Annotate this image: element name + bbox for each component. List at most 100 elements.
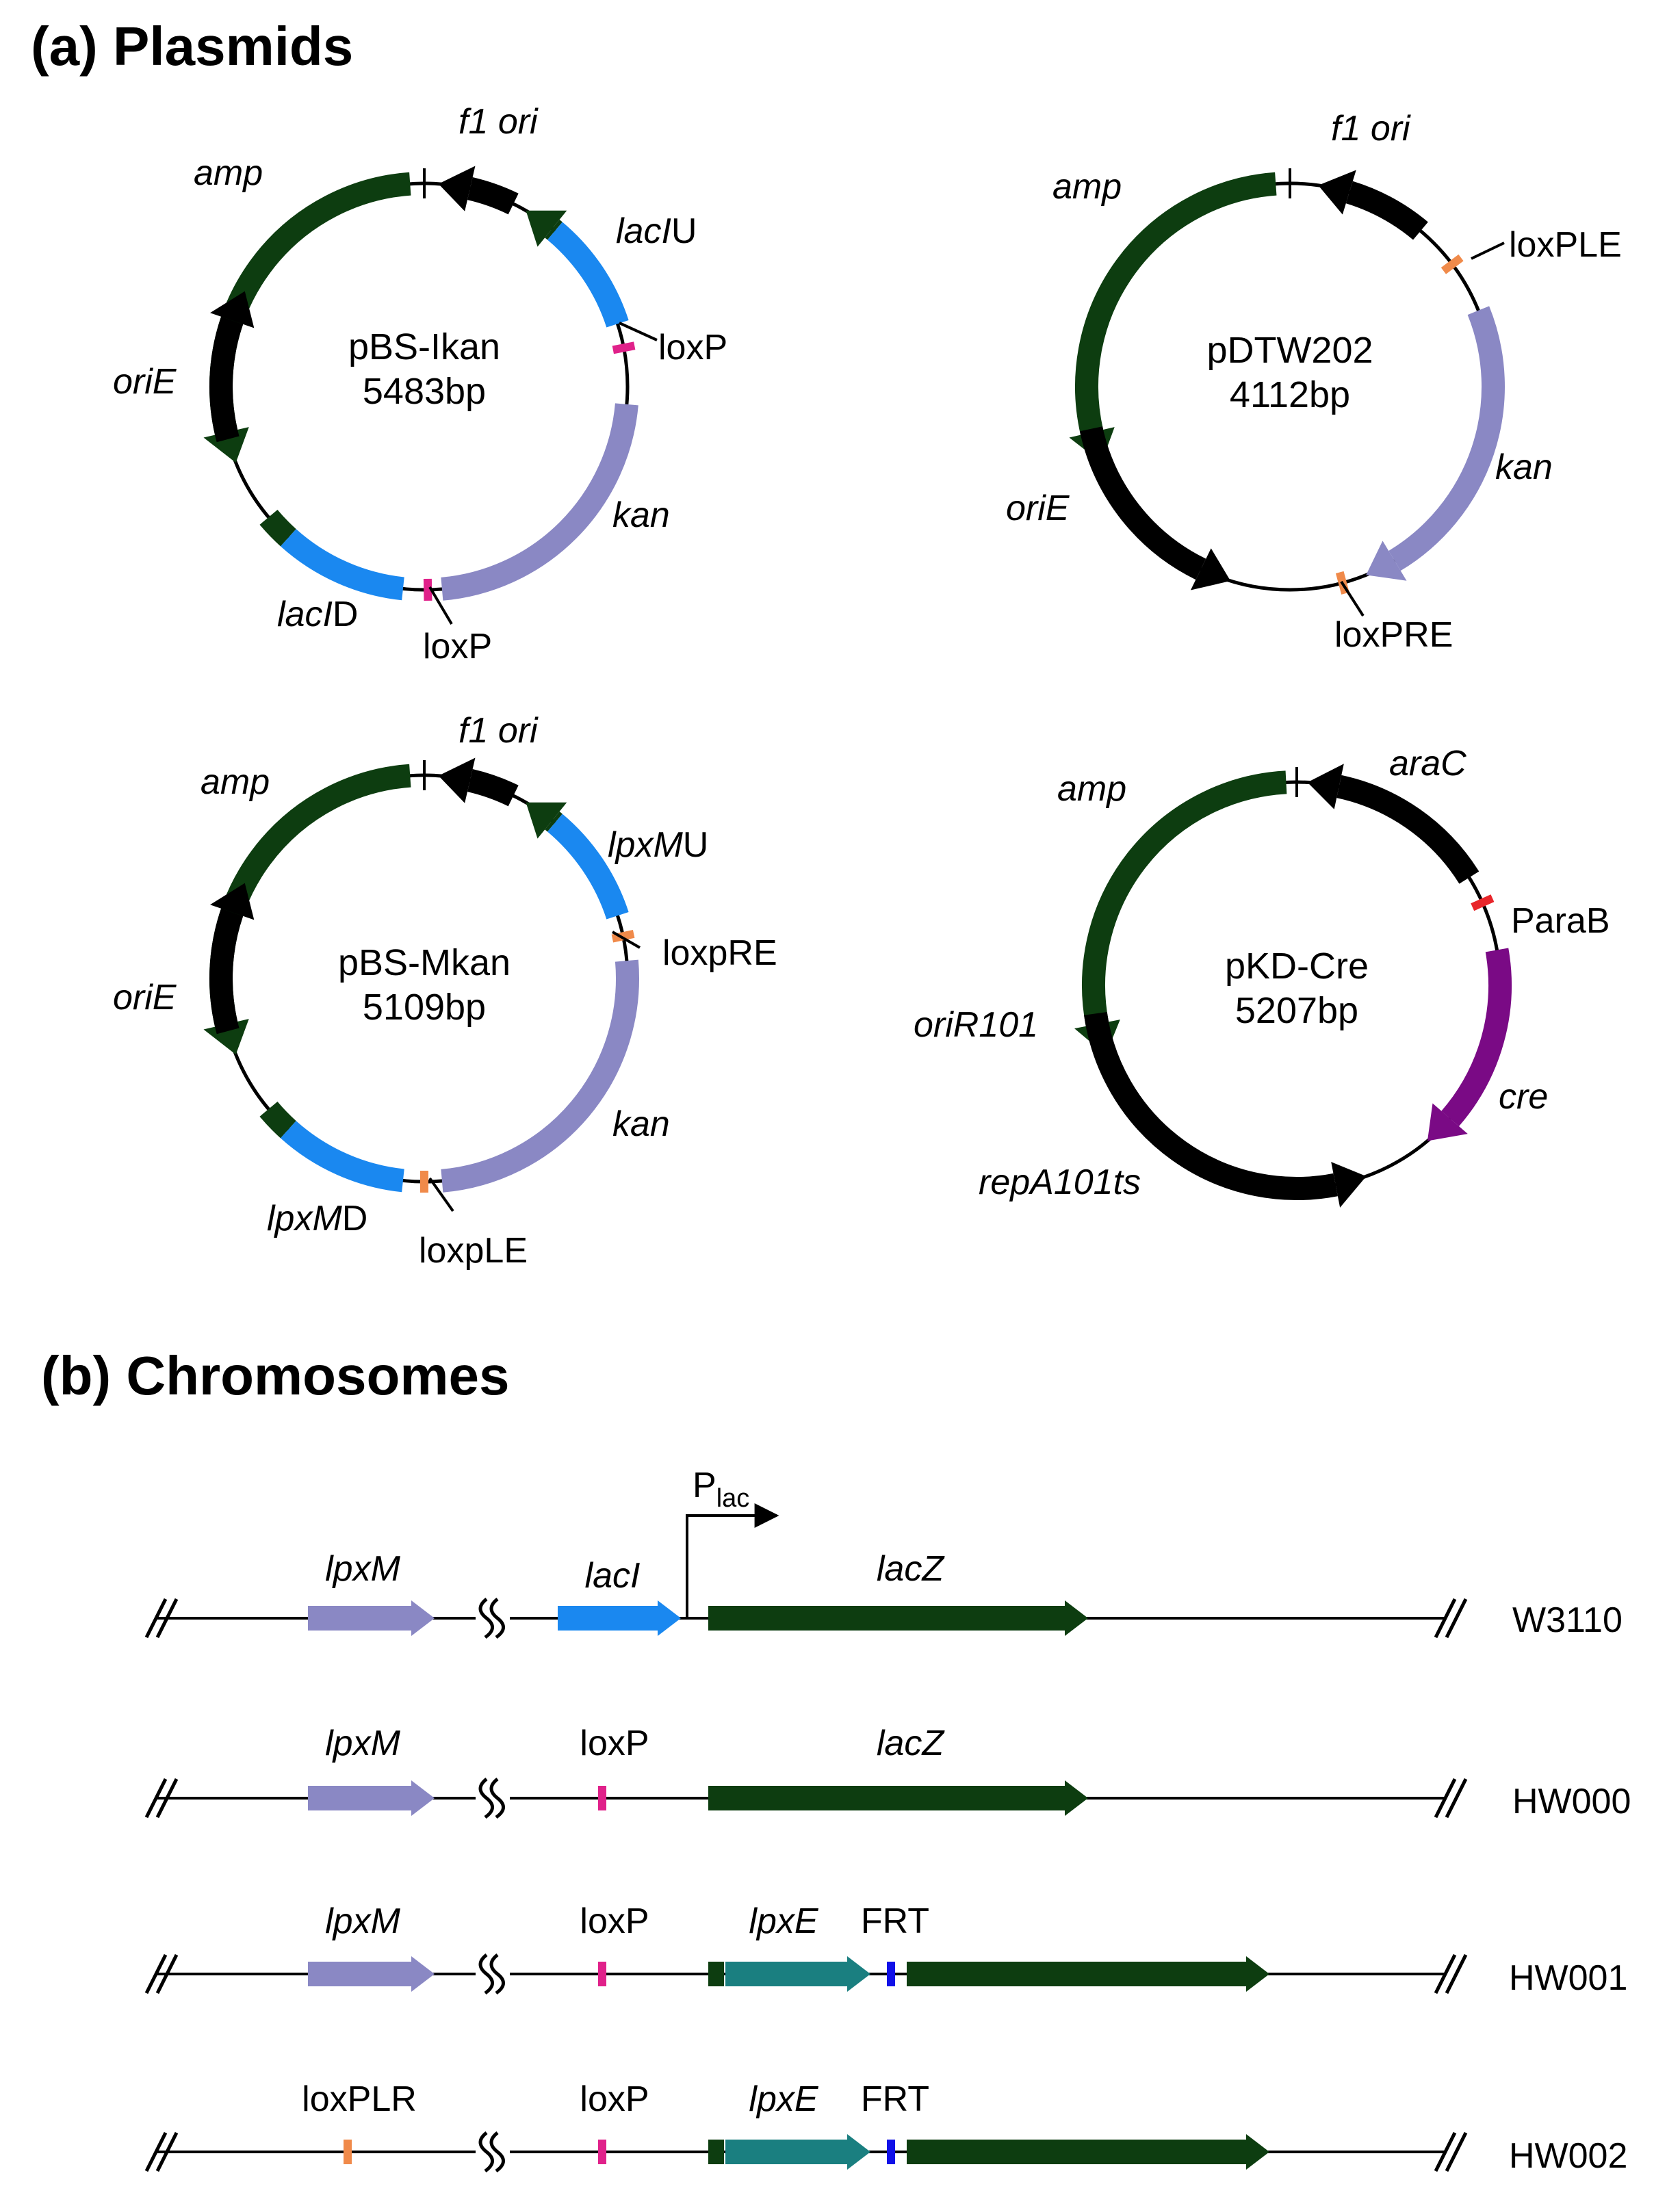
- chromosome-break-right: [1434, 1953, 1468, 1995]
- plasmid-pdtw202: pDTW202 4112bp f1 ori amp loxPLE oriE ka…: [1006, 109, 1622, 655]
- chromosome-gap-stroke: [478, 2131, 494, 2173]
- laci-gene: [558, 1600, 681, 1636]
- label-orie: oriE: [113, 362, 177, 402]
- chromosome-break-left-stroke: [144, 1778, 168, 1819]
- chromosome-hw001: lpxM loxP lpxE FRT HW001: [325, 1901, 1627, 1998]
- lacz-gene: [708, 1780, 1088, 1816]
- plasmid-name: pDTW202: [1206, 330, 1373, 371]
- orie-arc-head: [210, 291, 255, 328]
- lacz-gene: [708, 1600, 1088, 1636]
- label-f1-ori: f1 ori: [458, 102, 539, 142]
- chromosome-break-left: [144, 1953, 179, 1995]
- kan-arc: [441, 403, 638, 601]
- plasmid-size: 5109bp: [363, 987, 486, 1028]
- label-repa101ts: repA101ts: [979, 1163, 1141, 1202]
- chromosome-gap-stroke: [489, 1598, 505, 1639]
- chromosome-gap: [478, 2131, 505, 2173]
- arac-arc: [1336, 775, 1479, 884]
- f1-ori-arc: [467, 177, 519, 215]
- label-loxple: loxPLE: [1509, 225, 1622, 265]
- label-lpxm: lpxM: [325, 1724, 400, 1763]
- label-amp: amp: [1052, 167, 1122, 207]
- label-plac-sub: lac: [716, 1484, 750, 1513]
- orie-arc: [209, 908, 244, 1035]
- strain-label: W3110: [1512, 1600, 1623, 1640]
- lacid-tip-arc: [259, 509, 296, 547]
- chromosome-break-right-stroke: [1445, 1778, 1468, 1819]
- laciu-tip-arc-head: [526, 210, 567, 247]
- label-laciu-gene: lacI: [616, 211, 671, 251]
- chromosome-break-left-stroke: [155, 1953, 179, 1995]
- chromosome-gap: [478, 1778, 505, 1819]
- label-lacz: lacZ: [877, 1549, 945, 1589]
- arac-arc-head: [1307, 764, 1344, 809]
- label-loxple: loxpLE: [419, 1231, 528, 1271]
- label-f1-ori: f1 ori: [458, 711, 539, 751]
- label-lacid-suffix: D: [333, 595, 359, 634]
- label-orir101: oriR101: [914, 1005, 1038, 1045]
- chromosome-break-right: [1434, 2131, 1468, 2172]
- plasmid-pbs-mkan: pBS-Mkan 5109bp f1 ori amp lpxMU loxpRE …: [113, 711, 777, 1271]
- plasmid-features: [1069, 168, 1505, 595]
- label-lpxm: lpxM: [325, 1901, 400, 1941]
- chromosome-break-right: [1434, 1778, 1468, 1819]
- orie-arc-head: [210, 883, 255, 920]
- kan-arc-head: [1366, 541, 1407, 581]
- cre-arc: [1441, 948, 1512, 1126]
- label-lacid-gene: lacI: [277, 595, 333, 634]
- chromosome-break-left-stroke: [144, 1598, 168, 1639]
- lpxe-upstream-block: [708, 2140, 724, 2164]
- amp-arc: [1082, 770, 1287, 1026]
- kan-arc: [441, 959, 639, 1193]
- chromosome-gap-stroke: [489, 2131, 505, 2173]
- plasmid-name: pBS-Mkan: [338, 942, 511, 983]
- chromosome-break-right-stroke: [1434, 2131, 1457, 2172]
- lpxmu-tip-arc-head: [526, 802, 567, 839]
- chromosome-break-right-stroke: [1445, 2131, 1468, 2172]
- label-loxpre: loxpRE: [662, 933, 777, 973]
- chromosome-break-left: [144, 2131, 179, 2172]
- label-frt: FRT: [861, 1901, 929, 1941]
- label-laciu: lacIU: [616, 211, 697, 251]
- chromosome-break-right: [1434, 1598, 1468, 1639]
- f1-ori-arc: [467, 769, 519, 807]
- lacid-arc: [280, 528, 404, 601]
- lpxe-gene: [725, 2134, 870, 2170]
- lpxmu-arc: [547, 814, 629, 920]
- loxpre-site: [611, 930, 635, 943]
- label-lpxmd-gene: lpxM: [267, 1199, 342, 1238]
- label-parab: ParaB: [1511, 901, 1610, 941]
- loxp-site-top: [612, 341, 636, 354]
- downstream-gene: [907, 1956, 1269, 1992]
- label-orie: oriE: [113, 978, 177, 1017]
- plasmid-features: [1074, 764, 1512, 1208]
- f1-ori-arc-head: [438, 166, 476, 211]
- label-loxp: loxP: [580, 2079, 649, 2119]
- label-laci: lacI: [585, 1556, 641, 1596]
- chromosome-gap: [478, 1598, 505, 1639]
- orir101-repa-arc-head: [1331, 1162, 1367, 1208]
- chromosome-gap-stroke: [478, 1778, 494, 1819]
- label-loxp: loxP: [580, 1724, 649, 1763]
- label-lacid: lacID: [277, 595, 358, 634]
- plasmid-size: 4112bp: [1230, 374, 1350, 415]
- strain-label: HW002: [1509, 2136, 1627, 2176]
- chromosome-break-left-stroke: [144, 2131, 168, 2172]
- chromosome-gap-stroke: [489, 1953, 505, 1995]
- label-plac: Plac: [693, 1466, 749, 1513]
- cre-arc-head: [1427, 1103, 1468, 1141]
- lpxm-gene: [308, 1780, 435, 1816]
- lpxm-gene: [308, 1600, 435, 1636]
- f1-ori-arc-head: [1318, 170, 1356, 215]
- leader-loxpre: [1340, 580, 1365, 617]
- orie-arc-head: [1190, 548, 1231, 590]
- leader-loxp-top: [619, 322, 658, 341]
- laciu-arc: [547, 222, 629, 328]
- label-lpxe: lpxE: [749, 2079, 818, 2119]
- f1-ori-arc: [1345, 181, 1428, 240]
- label-loxpre: loxPRE: [1334, 615, 1453, 655]
- loxple-site: [1440, 254, 1464, 274]
- lpxe-gene: [725, 1956, 870, 1992]
- chromosome-hw000: lpxM loxP lacZ HW000: [325, 1724, 1631, 1821]
